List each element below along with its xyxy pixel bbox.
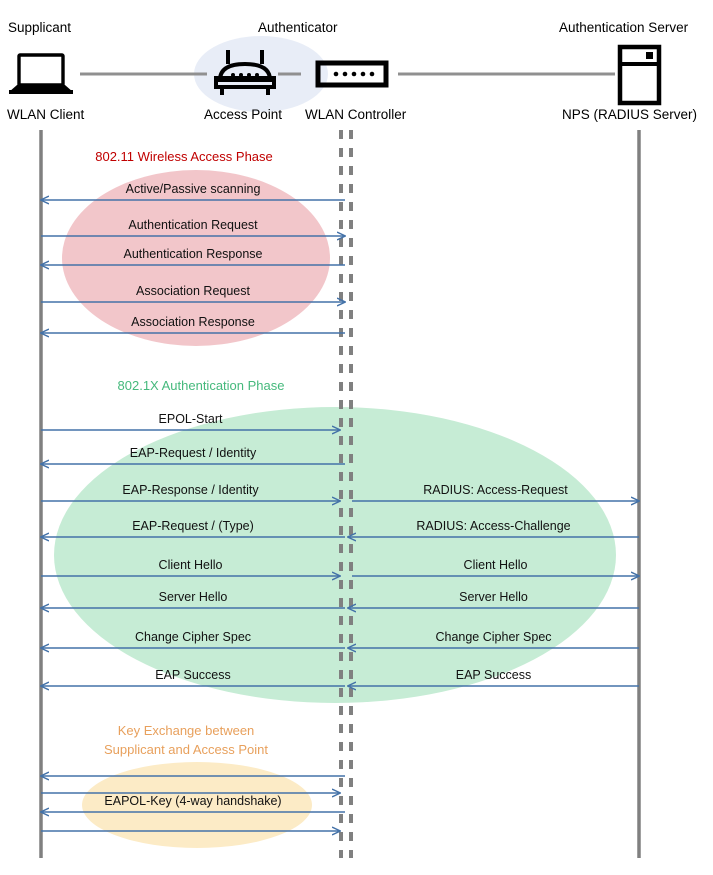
phase-label-key-exchange-line1: Key Exchange between xyxy=(117,723,255,738)
actor-name-wlan-controller: WLAN Controller xyxy=(305,107,407,122)
message-label-right-5: EAP Success xyxy=(455,668,532,682)
message-label-left-9: Client Hello xyxy=(158,558,223,572)
message-label-left-15: EAPOL-Key (4-way handshake) xyxy=(104,794,282,808)
message-label-left-4: Association Response xyxy=(131,315,255,329)
message-label-left-0: Active/Passive scanning xyxy=(125,182,261,196)
phase-label-key-exchange: Key Exchange between Supplicant and Acce… xyxy=(104,721,268,759)
phase-label-802-11: 802.11 Wireless Access Phase xyxy=(95,149,273,164)
actor-role-authenticator: Authenticator xyxy=(258,20,338,35)
actor-name-wlan-client: WLAN Client xyxy=(7,107,85,122)
message-label-left-6: EAP-Request / Identity xyxy=(129,446,257,460)
authenticator-highlight-ellipse xyxy=(194,36,328,112)
message-label-right-0: RADIUS: Access-Request xyxy=(423,483,568,497)
actor-role-auth-server: Authentication Server xyxy=(559,20,689,35)
message-label-right-1: RADIUS: Access-Challenge xyxy=(416,519,571,533)
phase-ellipse-phase-key-exchange xyxy=(82,762,312,848)
message-label-right-3: Server Hello xyxy=(459,590,528,604)
message-label-left-1: Authentication Request xyxy=(128,218,258,232)
message-label-left-10: Server Hello xyxy=(158,590,228,604)
actor-name-access-point: Access Point xyxy=(204,107,283,122)
message-label-left-11: Change Cipher Spec xyxy=(134,630,252,644)
phase-ellipse-phase-802-1x xyxy=(54,407,616,703)
message-label-left-12: EAP Success xyxy=(155,668,231,682)
message-label-left-2: Authentication Response xyxy=(123,247,263,261)
message-label-left-8: EAP-Request / (Type) xyxy=(132,519,254,533)
message-label-right-4: Change Cipher Spec xyxy=(435,630,552,644)
actor-role-supplicant: Supplicant xyxy=(8,20,72,35)
message-arrow-group xyxy=(41,200,639,831)
phase-label-key-exchange-line2: Supplicant and Access Point xyxy=(103,742,269,757)
lifeline-group xyxy=(39,130,641,858)
message-label-left-5: EPOL-Start xyxy=(158,412,223,426)
laptop-icon xyxy=(9,53,73,94)
message-label-right-2: Client Hello xyxy=(463,558,528,572)
controller-icon xyxy=(315,60,389,88)
phase-label-802-1x: 802.1X Authentication Phase xyxy=(117,378,285,393)
server-icon xyxy=(617,44,662,106)
message-label-left-7: EAP-Response / Identity xyxy=(122,483,259,497)
actor-name-nps-server: NPS (RADIUS Server) xyxy=(562,107,698,122)
message-label-left-3: Association Request xyxy=(136,284,250,298)
wireless-router-icon xyxy=(214,50,276,95)
